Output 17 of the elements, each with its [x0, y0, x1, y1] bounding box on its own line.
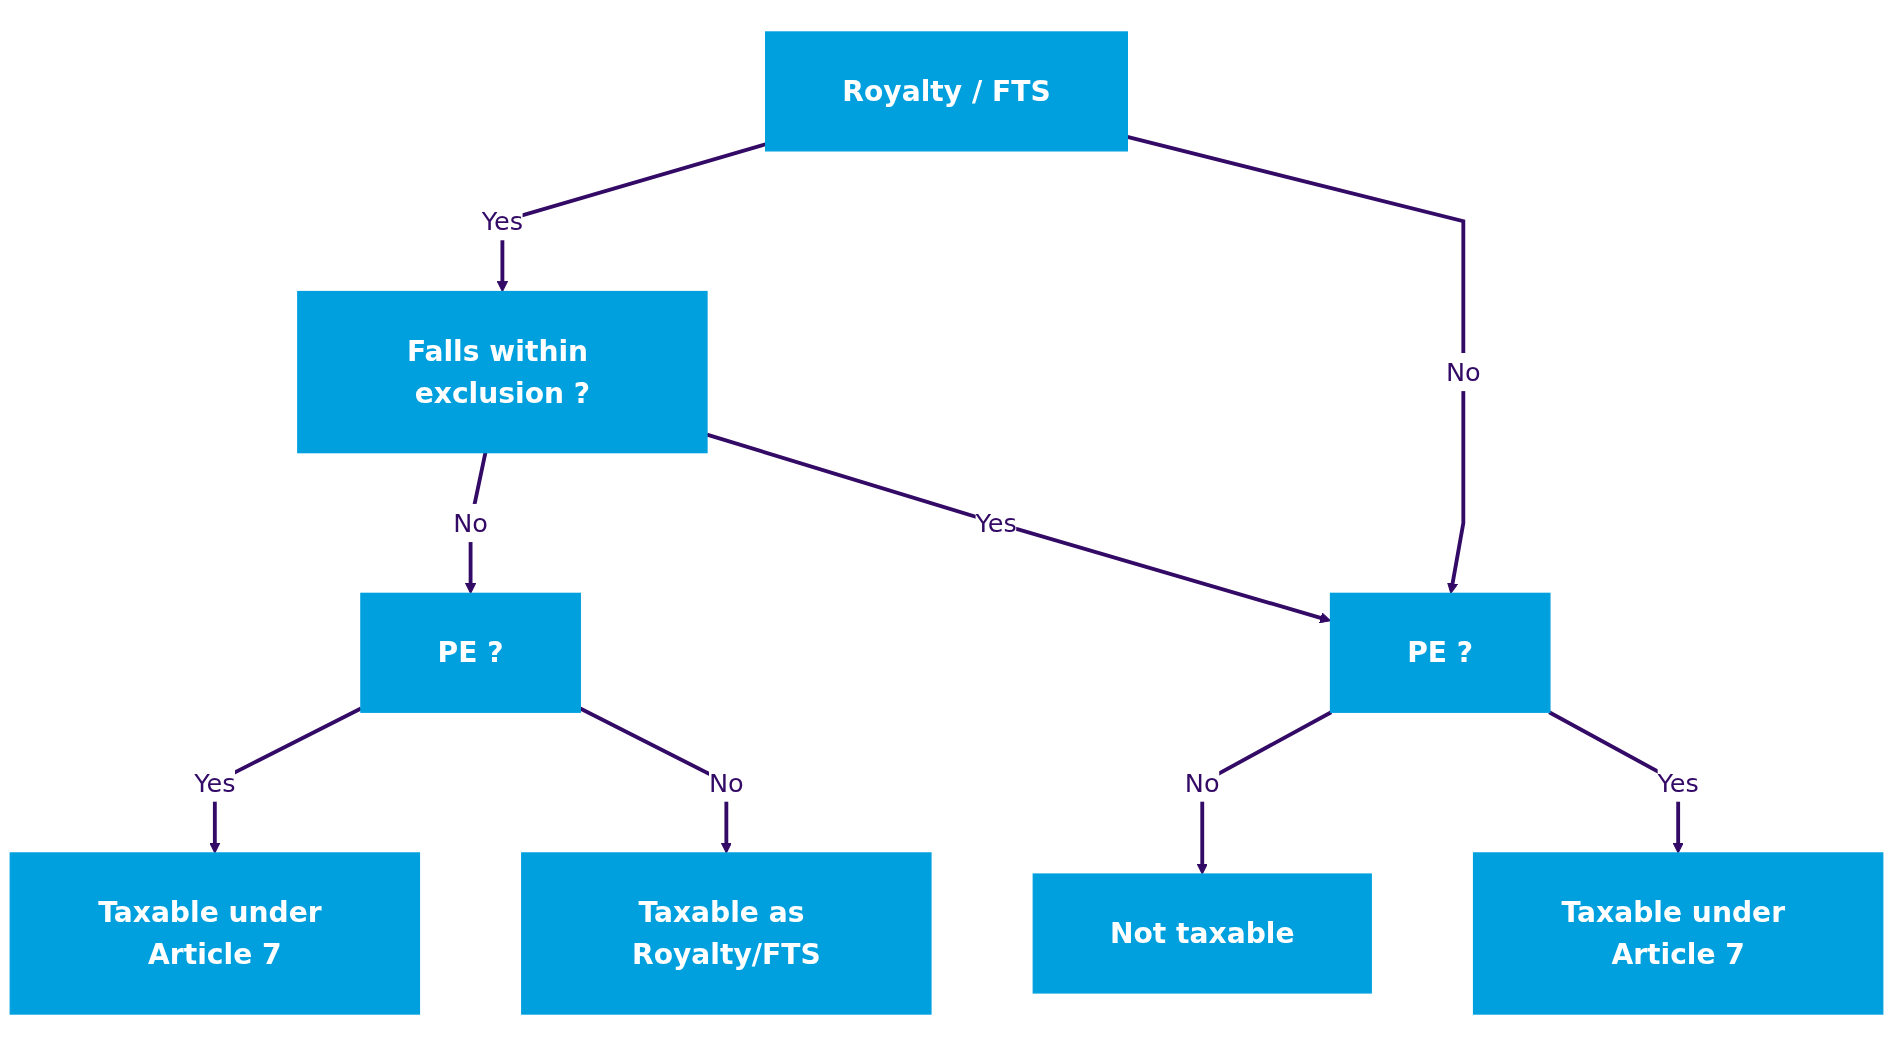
node-box: PE ?: [1329, 592, 1551, 713]
edge-label: Yes: [481, 205, 524, 237]
edge-label: No: [453, 507, 488, 539]
edge-label: Yes: [975, 507, 1017, 539]
edge-label: Yes: [1657, 767, 1699, 798]
node-box: Falls within exclusion ?: [297, 290, 708, 454]
edge-label: No: [1184, 767, 1220, 798]
node-box: Royalty / FTS: [765, 31, 1128, 152]
node-box: Taxable as Royalty/FTS: [521, 852, 932, 1015]
node-box: Taxable under Article 7: [1472, 852, 1884, 1015]
edge-label: Yes: [194, 767, 236, 798]
node-box: PE ?: [360, 592, 581, 713]
edge-label: No: [1445, 356, 1481, 388]
node-box: Taxable under Article 7: [9, 852, 421, 1015]
edge-label: No: [708, 767, 744, 798]
node-box: Not taxable: [1032, 873, 1372, 994]
arrow: [496, 142, 767, 293]
